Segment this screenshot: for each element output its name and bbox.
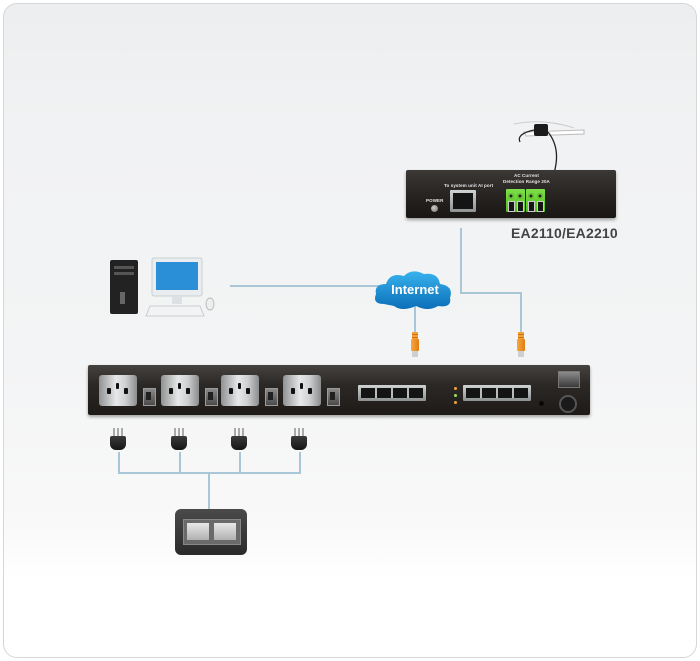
ethernet-connector-1: [411, 332, 419, 358]
power-led: [431, 205, 438, 212]
status-led-1: [454, 387, 457, 390]
power-plug-3: [231, 428, 247, 454]
power-plug-2: [171, 428, 187, 454]
link-internet-down: [414, 304, 416, 332]
model-label: EA2110/EA2210: [511, 225, 618, 241]
terminal-block-1: [506, 189, 525, 212]
ac-outlet-2: [161, 375, 199, 406]
link-meter-down: [520, 292, 522, 332]
ac-outlet-1: [99, 375, 137, 406]
lan-port-group-1: [358, 385, 426, 401]
wall-outlet: [175, 509, 247, 555]
computer-icon: [110, 257, 215, 317]
outlet-switch-1[interactable]: [143, 388, 156, 406]
diagram-canvas: POWER To system unit AI port AC Current …: [3, 3, 697, 658]
link-computer-internet: [230, 285, 390, 287]
link-meter-horizontal: [460, 292, 522, 294]
link-meter-vertical: [460, 228, 462, 294]
pdu-device: [88, 365, 590, 415]
outlet-switch-2[interactable]: [205, 388, 218, 406]
status-led-2: [454, 394, 457, 397]
reset-button[interactable]: [539, 401, 544, 406]
power-plug-1: [110, 428, 126, 454]
status-led-3: [454, 401, 457, 404]
wall-outlet-plate: [183, 519, 241, 545]
power-plug-4: [291, 428, 307, 454]
internet-cloud-icon: [375, 271, 451, 309]
plug-line-4: [299, 452, 301, 474]
wall-link-line: [208, 472, 210, 510]
detection-range-label: Detection Range 20A: [503, 179, 550, 184]
outlet-switch-4[interactable]: [327, 388, 340, 406]
plug-line-1: [118, 452, 120, 474]
wall-receptacle-1: [187, 523, 209, 540]
rj45-port: [450, 190, 476, 212]
plug-line-2: [179, 452, 181, 474]
internet-label: Internet: [391, 282, 439, 297]
ac-current-label: AC Current: [514, 173, 540, 178]
power-switch[interactable]: [558, 371, 580, 388]
power-label: POWER: [426, 198, 444, 203]
current-sensor-clamp-icon: [513, 121, 585, 185]
port-label: To system unit AI port: [444, 183, 494, 188]
lan-port-group-2: [463, 385, 531, 401]
terminal-block-2: [526, 189, 545, 212]
power-inlet: [559, 395, 577, 413]
ac-outlet-3: [221, 375, 259, 406]
ethernet-connector-2: [517, 332, 525, 358]
wall-receptacle-2: [214, 523, 236, 540]
outlet-switch-3[interactable]: [265, 388, 278, 406]
ea2110-sensor-unit: POWER To system unit AI port AC Current …: [406, 170, 616, 218]
ac-outlet-4: [283, 375, 321, 406]
plug-line-3: [239, 452, 241, 474]
